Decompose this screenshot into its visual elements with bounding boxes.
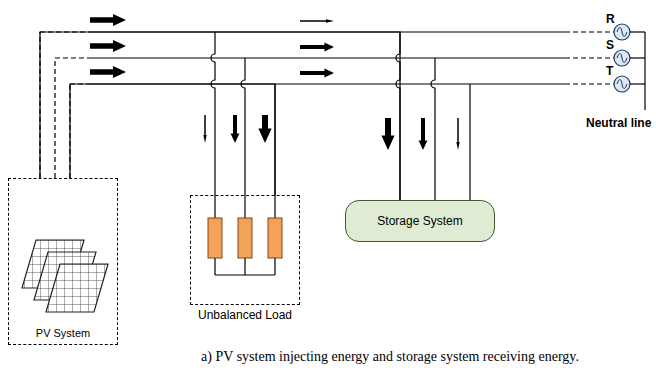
grid-source	[614, 50, 630, 66]
bus-line	[88, 57, 565, 58]
node-label: Unbalanced Load	[198, 308, 292, 322]
neutral-wire	[630, 31, 645, 32]
neutral-label: Neutral line	[586, 116, 651, 130]
storage-flow-arrow	[456, 118, 459, 150]
load-wire	[214, 258, 215, 275]
star-point	[215, 274, 275, 275]
tap-wire	[241, 58, 245, 195]
pv-flow-arrow	[90, 40, 126, 52]
neutral-wire	[644, 32, 645, 110]
storage-flow-arrow	[419, 118, 428, 150]
neutral-wire	[630, 83, 645, 84]
bus-line	[565, 57, 614, 58]
pv-riser	[54, 58, 55, 178]
sine-symbol	[617, 80, 627, 89]
grid-flow-arrow	[300, 69, 334, 78]
resistor-symbol	[268, 218, 282, 258]
tap-wire	[469, 84, 470, 200]
load-wire	[274, 258, 275, 275]
load-wire	[274, 195, 275, 218]
node-label: PV System	[36, 327, 90, 339]
sine-symbol	[617, 28, 627, 37]
load-flow-arrow	[231, 115, 240, 143]
load-flow-arrow	[203, 115, 206, 143]
load-group-box: Unbalanced Load	[190, 195, 300, 305]
storage-box: Storage System	[345, 200, 495, 242]
sine-symbol	[617, 54, 627, 63]
resistor-symbol	[238, 218, 252, 258]
pv-flow-arrow	[90, 14, 126, 26]
storage-flow-arrow	[381, 118, 394, 150]
grid-source	[614, 76, 630, 92]
resistor-symbol	[208, 218, 222, 258]
neutral-wire	[630, 57, 645, 58]
grid-flow-arrow	[300, 43, 334, 52]
tap-wire	[431, 58, 435, 200]
node-label: Storage System	[377, 214, 462, 228]
bus-line	[565, 31, 614, 32]
grid-flow-arrow	[300, 19, 334, 22]
load-flow-arrow	[258, 115, 271, 143]
phase-label: R	[606, 12, 615, 26]
pv-system-box: PV System	[8, 178, 118, 345]
load-wire	[244, 258, 245, 275]
load-wire	[214, 195, 215, 218]
figure-caption: a) PV system injecting energy and storag…	[190, 349, 590, 365]
phase-connector	[40, 32, 400, 200]
phase-label: S	[606, 38, 614, 52]
grid-source	[614, 24, 630, 40]
bus-line	[565, 83, 614, 84]
pv-flow-arrow	[90, 66, 126, 78]
load-wire	[244, 195, 245, 218]
tap-wire	[211, 32, 215, 195]
phase-label: T	[606, 64, 613, 78]
bus-line	[55, 57, 88, 58]
pv-panel	[46, 264, 108, 312]
